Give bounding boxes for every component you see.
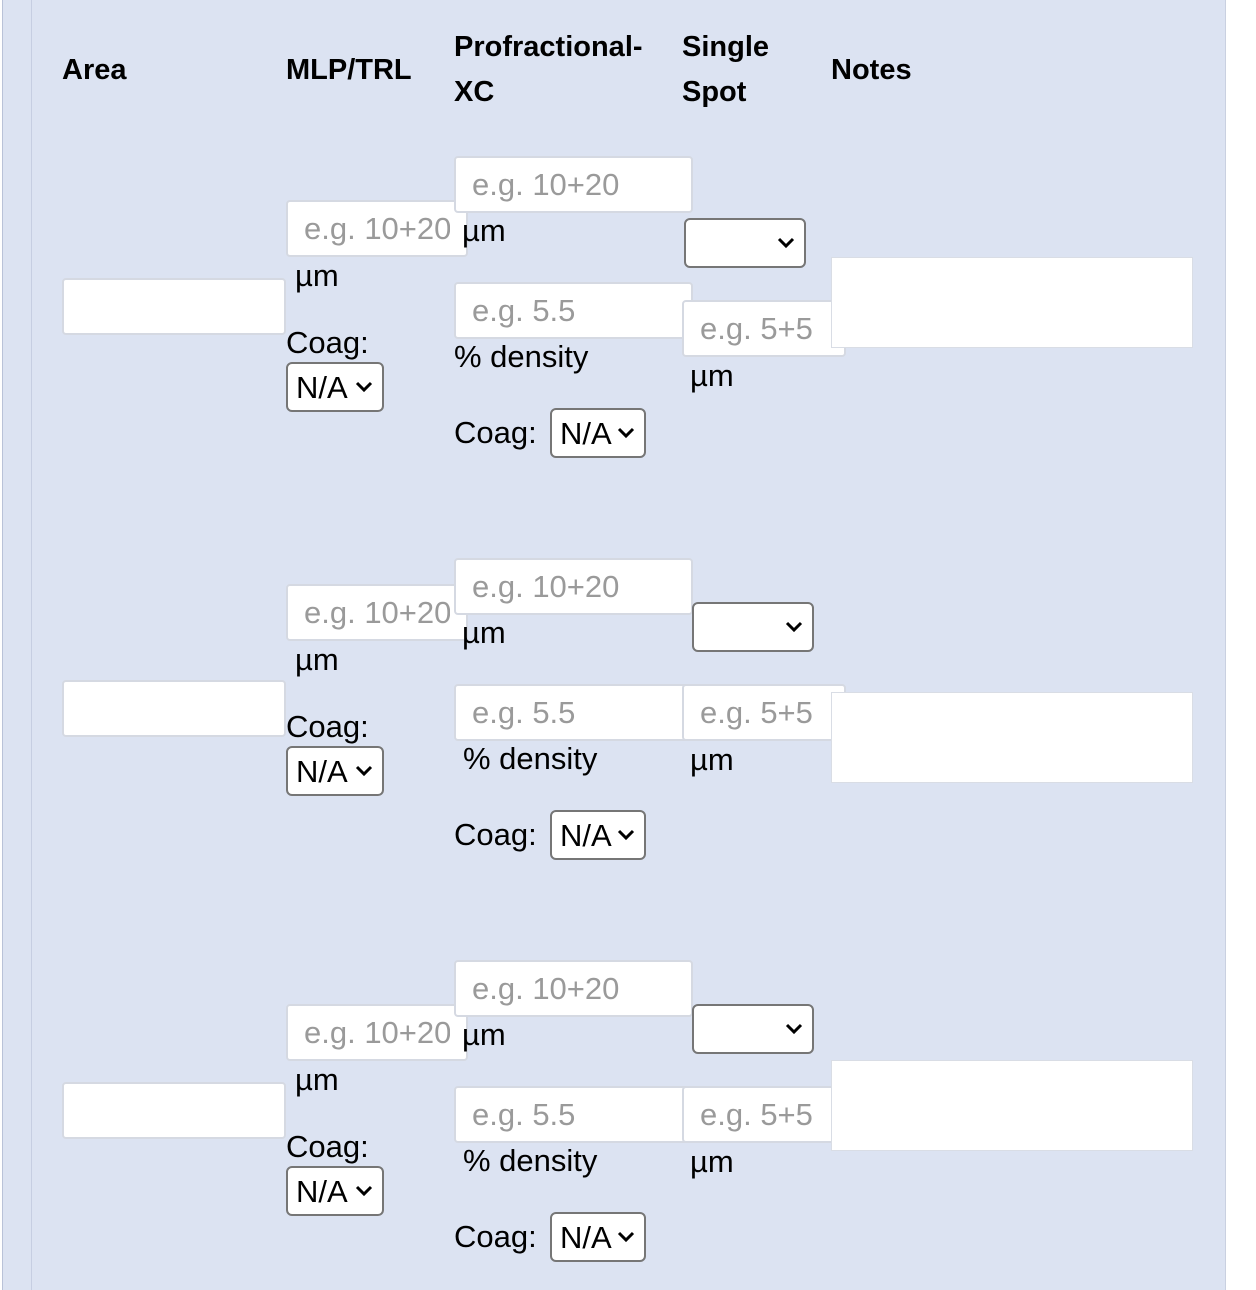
single-spot-select[interactable] bbox=[684, 218, 806, 268]
mlp-coag-select[interactable]: N/A bbox=[286, 746, 384, 796]
mlp-coag-label: Coag: bbox=[286, 325, 369, 360]
mlp-coag-select[interactable]: N/A bbox=[286, 1166, 384, 1216]
pf-depth-input[interactable] bbox=[454, 960, 693, 1017]
mlp-coag-value: N/A bbox=[296, 754, 348, 789]
mlp-unit-label: µm bbox=[295, 258, 339, 293]
chevron-down-icon bbox=[355, 765, 373, 777]
pf-coag-value: N/A bbox=[560, 818, 612, 853]
mlp-coag-label: Coag: bbox=[286, 1129, 369, 1164]
pf-coag-value: N/A bbox=[560, 416, 612, 451]
mlp-depth-input[interactable] bbox=[286, 1004, 468, 1061]
pf-density-input[interactable] bbox=[454, 1086, 693, 1143]
mlp-coag-label: Coag: bbox=[286, 709, 369, 744]
panel-divider bbox=[31, 0, 32, 1290]
pf-coag-label: Coag: bbox=[454, 415, 537, 450]
header-single-spot-line1: Single bbox=[682, 31, 770, 63]
header-single-spot-line2: Spot bbox=[682, 76, 747, 108]
pf-density-input[interactable] bbox=[454, 282, 693, 339]
mlp-depth-input[interactable] bbox=[286, 200, 468, 257]
chevron-down-icon bbox=[777, 237, 795, 249]
area-input[interactable] bbox=[62, 278, 286, 335]
single-spot-unit-label: µm bbox=[690, 742, 734, 777]
pf-depth-unit-label: µm bbox=[462, 213, 506, 248]
header-profractional-line1: Profractional- bbox=[454, 31, 643, 63]
area-input[interactable] bbox=[62, 680, 286, 737]
chevron-down-icon bbox=[617, 1231, 635, 1243]
notes-textarea[interactable] bbox=[831, 257, 1193, 348]
single-spot-unit-label: µm bbox=[690, 358, 734, 393]
pf-density-unit-label: % density bbox=[454, 339, 589, 374]
mlp-coag-value: N/A bbox=[296, 370, 348, 405]
header-profractional-line2: XC bbox=[454, 76, 495, 108]
pf-depth-unit-label: µm bbox=[462, 615, 506, 650]
mlp-unit-label: µm bbox=[295, 1062, 339, 1097]
single-spot-input[interactable] bbox=[682, 684, 846, 741]
pf-coag-select[interactable]: N/A bbox=[550, 408, 646, 458]
chevron-down-icon bbox=[617, 427, 635, 439]
right-margin bbox=[1225, 0, 1256, 1290]
single-spot-select[interactable] bbox=[692, 1004, 814, 1054]
chevron-down-icon bbox=[785, 1023, 803, 1035]
header-notes: Notes bbox=[831, 54, 912, 86]
chevron-down-icon bbox=[617, 829, 635, 841]
mlp-depth-input[interactable] bbox=[286, 584, 468, 641]
mlp-coag-value: N/A bbox=[296, 1174, 348, 1209]
pf-coag-label: Coag: bbox=[454, 1219, 537, 1254]
pf-density-unit-label: % density bbox=[463, 1143, 598, 1178]
mlp-unit-label: µm bbox=[295, 642, 339, 677]
header-mlp-trl: MLP/TRL bbox=[286, 54, 412, 86]
pf-coag-label: Coag: bbox=[454, 817, 537, 852]
chevron-down-icon bbox=[785, 621, 803, 633]
pf-density-unit-label: % density bbox=[463, 741, 598, 776]
notes-textarea[interactable] bbox=[831, 692, 1193, 783]
single-spot-input[interactable] bbox=[682, 1086, 846, 1143]
area-input[interactable] bbox=[62, 1082, 286, 1139]
pf-density-input[interactable] bbox=[454, 684, 693, 741]
single-spot-unit-label: µm bbox=[690, 1144, 734, 1179]
pf-coag-select[interactable]: N/A bbox=[550, 810, 646, 860]
pf-depth-input[interactable] bbox=[454, 156, 693, 213]
pf-depth-unit-label: µm bbox=[462, 1017, 506, 1052]
mlp-coag-select[interactable]: N/A bbox=[286, 362, 384, 412]
pf-coag-value: N/A bbox=[560, 1220, 612, 1255]
single-spot-input[interactable] bbox=[682, 300, 846, 357]
chevron-down-icon bbox=[355, 381, 373, 393]
single-spot-select[interactable] bbox=[692, 602, 814, 652]
header-area: Area bbox=[62, 54, 127, 86]
notes-textarea[interactable] bbox=[831, 1060, 1193, 1151]
pf-coag-select[interactable]: N/A bbox=[550, 1212, 646, 1262]
pf-depth-input[interactable] bbox=[454, 558, 693, 615]
chevron-down-icon bbox=[355, 1185, 373, 1197]
